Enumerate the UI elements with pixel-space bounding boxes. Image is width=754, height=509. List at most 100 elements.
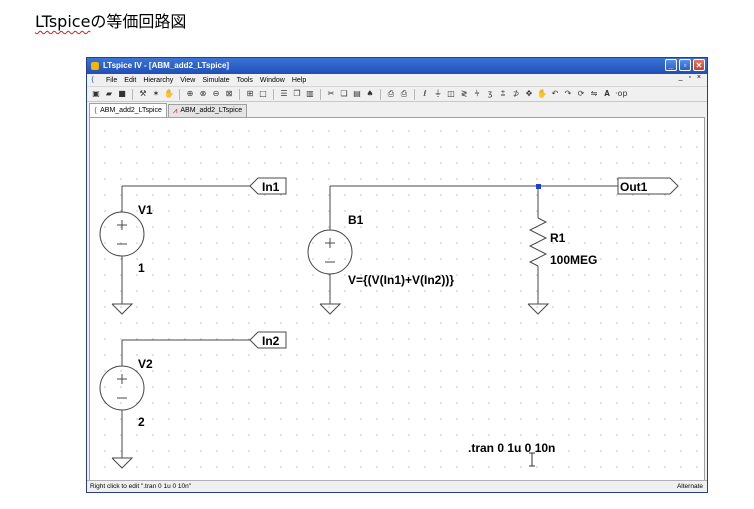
voltage-source-v1[interactable]	[99, 211, 145, 257]
copy-icon[interactable]: ❏	[340, 89, 348, 98]
net-label-in1[interactable]	[249, 177, 287, 195]
maximize-button[interactable]: ▫	[679, 59, 691, 71]
resistor-icon[interactable]: ≷	[460, 89, 468, 98]
status-bar: Right click to edit ".tran 0 1u 0 10n" A…	[87, 480, 707, 492]
run-icon[interactable]: ✶	[152, 89, 160, 98]
net-label-in2-text: In2	[262, 334, 280, 348]
b1-expression[interactable]: V={(V(In1)+V(In2))}	[348, 273, 454, 287]
title-bar[interactable]: LTspice IV - [ABM_add2_LTspice] _ ▫ ✕	[87, 58, 707, 74]
v2-value[interactable]: 2	[138, 415, 145, 429]
control-panel-icon[interactable]: ⚒	[139, 89, 147, 98]
ground-icon[interactable]	[527, 303, 550, 315]
status-mode: Alternate	[676, 483, 703, 490]
drag-icon[interactable]: ✋	[537, 89, 547, 98]
v1-name[interactable]: V1	[138, 203, 153, 217]
autoscale-icon[interactable]: ⊞	[246, 89, 254, 98]
capacitor-icon[interactable]: ⫩	[474, 89, 480, 98]
toolbar-separator	[273, 88, 274, 100]
cascade-icon[interactable]: ❐	[293, 89, 301, 98]
document-title: LTspiceの等価回路図	[35, 8, 186, 32]
toolbar: ▣ ▰ ■ ⚒ ✶ ✋ ⊕ ⊗ ⊖ ⊠ ⊞ □ ☰ ❐ ▥ ✂ ❏ ▤ ♠ ⎙ …	[87, 86, 707, 102]
spice-directive-icon[interactable]: ·op	[615, 89, 628, 98]
menu-bar: ⟨ File Edit Hierarchy View Simulate Tool…	[87, 74, 707, 86]
toolbar-separator	[320, 88, 321, 100]
toolbar-separator	[179, 88, 180, 100]
spice-directive[interactable]: .tran 0 1u 0 10n	[468, 441, 555, 455]
tile-vertical-icon[interactable]: ▥	[306, 89, 314, 98]
zoom-fit-icon[interactable]: ⊠	[225, 89, 233, 98]
ground-icon[interactable]: ⏚	[434, 89, 442, 98]
ground-icon[interactable]	[111, 303, 134, 315]
save-icon[interactable]: ■	[118, 89, 126, 98]
move-icon[interactable]: ✥	[525, 89, 533, 98]
print-setup-icon[interactable]: ⎙	[387, 89, 395, 98]
toolbar-separator	[414, 88, 415, 100]
schematic-icon: ⟨	[94, 105, 98, 115]
net-label-in1-text: In1	[262, 180, 280, 194]
schematic-drawing: In1 In2 Out1 V1 1 V2 2 B1 V={(V(In1)+V(I…	[99, 177, 679, 469]
junction-dot	[536, 184, 541, 189]
halt-icon[interactable]: ✋	[164, 89, 174, 98]
redo-icon[interactable]: ↷	[564, 89, 572, 98]
new-schematic-icon[interactable]: ▣	[92, 89, 100, 98]
ltspice-window: LTspice IV - [ABM_add2_LTspice] _ ▫ ✕ ⟨ …	[86, 57, 708, 493]
inductor-icon[interactable]: ʒ	[487, 89, 493, 98]
draw-wire-icon[interactable]: ℓ	[423, 89, 427, 98]
mirror-icon[interactable]: ⇋	[590, 89, 598, 98]
schematic-doc-icon[interactable]: ⟨	[91, 75, 95, 84]
menu-view[interactable]: View	[180, 76, 196, 84]
ground-icon[interactable]	[111, 457, 134, 469]
menu-window[interactable]: Window	[259, 76, 285, 84]
menu-help[interactable]: Help	[291, 76, 307, 84]
pan-icon[interactable]: ⊗	[199, 89, 207, 98]
cut-icon[interactable]: ✂	[327, 89, 335, 98]
toolbar-separator	[239, 88, 240, 100]
tab-label: ABM_add2_LTspice	[180, 107, 243, 114]
window-title: LTspice IV - [ABM_add2_LTspice]	[103, 61, 230, 70]
paste-icon[interactable]: ▤	[353, 89, 361, 98]
menu-hierarchy[interactable]: Hierarchy	[143, 76, 174, 84]
menu-tools[interactable]: Tools	[236, 76, 253, 84]
component-icon[interactable]: ⊅	[512, 89, 520, 98]
zoom-in-icon[interactable]: ⊕	[186, 89, 194, 98]
minimize-button[interactable]: _	[665, 59, 677, 71]
title-suffix: の等価回路図	[90, 12, 187, 31]
voltage-source-v2[interactable]	[99, 365, 145, 411]
menu-file[interactable]: File	[106, 76, 118, 84]
ltspice-app-icon	[91, 62, 99, 70]
tab-waveform[interactable]: ⩘ ABM_add2_LTspice	[167, 104, 248, 117]
text-cursor-icon	[529, 452, 535, 467]
b1-name[interactable]: B1	[348, 213, 364, 227]
tab-label: ABM_add2_LTspice	[100, 106, 162, 114]
undo-icon[interactable]: ↶	[551, 89, 559, 98]
ground-icon[interactable]	[319, 303, 342, 315]
v1-value[interactable]: 1	[138, 261, 145, 275]
tab-schematic[interactable]: ⟨ ABM_add2_LTspice	[89, 103, 167, 117]
net-label-out1[interactable]	[617, 177, 679, 195]
r1-name[interactable]: R1	[550, 231, 566, 245]
label-net-icon[interactable]: ◫	[447, 89, 455, 98]
title-prefix: LTspice	[35, 12, 91, 31]
diode-icon[interactable]: ⩲	[500, 89, 506, 98]
zoom-out-icon[interactable]: ⊖	[212, 89, 220, 98]
toolbar-separator	[132, 88, 133, 100]
rotate-icon[interactable]: ⟳	[577, 89, 585, 98]
menu-simulate[interactable]: Simulate	[202, 76, 230, 84]
text-icon[interactable]: 𝐀	[604, 89, 610, 98]
status-message: Right click to edit ".tran 0 1u 0 10n"	[90, 483, 192, 490]
v2-name[interactable]: V2	[138, 357, 153, 371]
close-button[interactable]: ✕	[693, 59, 705, 71]
behavioral-source-b1[interactable]	[307, 229, 353, 275]
resistor-r1[interactable]	[528, 217, 548, 267]
net-label-in2[interactable]	[249, 331, 287, 349]
net-label-out1-text: Out1	[620, 180, 648, 194]
menu-edit[interactable]: Edit	[124, 76, 137, 84]
schematic-canvas[interactable]: In1 In2 Out1 V1 1 V2 2 B1 V={(V(In1)+V(I…	[89, 117, 705, 481]
r1-value[interactable]: 100MEG	[550, 253, 597, 267]
window-icon[interactable]: □	[259, 89, 267, 98]
tile-horizontal-icon[interactable]: ☰	[280, 89, 288, 98]
mdi-window-controls[interactable]: _ ▫ ×	[678, 74, 703, 81]
open-icon[interactable]: ▰	[105, 89, 113, 98]
find-icon[interactable]: ♠	[366, 89, 374, 98]
print-icon[interactable]: ⎙	[400, 89, 408, 98]
